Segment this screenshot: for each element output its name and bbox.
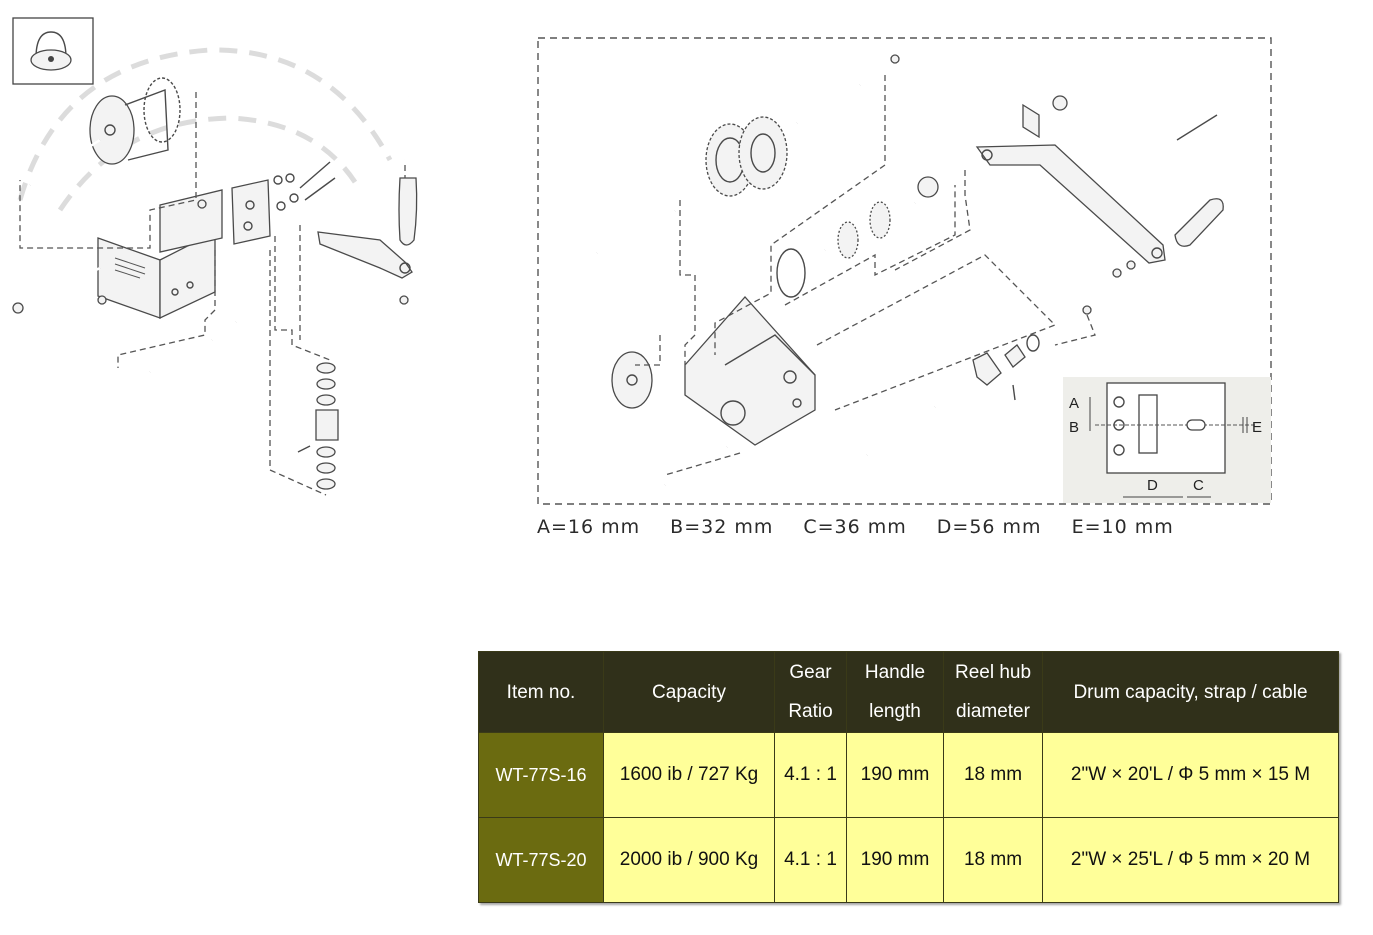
cell-reel-hub-diameter: 18 mm <box>943 817 1043 903</box>
cell-handle-length: 190 mm <box>846 817 944 903</box>
winch-frame-right <box>684 296 816 446</box>
header-capacity: Capacity <box>603 651 775 733</box>
mounting-eye-icon <box>12 17 94 85</box>
table-row: WT-77S-20 2000 ib / 900 Kg 4.1 : 1 190 m… <box>478 817 1339 903</box>
mounting-hole-inset: A B D C E <box>1063 377 1271 503</box>
winch-frame <box>97 179 271 320</box>
inset-label-b: B <box>1069 419 1079 436</box>
bolts <box>12 199 299 374</box>
winch-exploded-diagram-left <box>12 17 418 496</box>
brake-parts <box>972 305 1092 401</box>
inset-label-d: D <box>1147 477 1158 494</box>
hardware-stack <box>273 161 339 490</box>
crank-handle <box>317 95 418 305</box>
header-handle-length-line2: length <box>869 701 921 722</box>
cell-gear-ratio: 4.1 : 1 <box>774 817 847 903</box>
dimension-a: A=16 mm <box>537 516 641 538</box>
header-reel-hub-diameter: Reel hub diameter <box>943 651 1043 733</box>
header-drum-capacity: Drum capacity, strap / cable <box>1042 651 1339 733</box>
pinion-shaft <box>776 176 939 298</box>
header-gear-ratio-line2: Ratio <box>788 701 833 722</box>
dimension-d: D=56 mm <box>936 516 1042 538</box>
dimension-c: C=36 mm <box>803 516 907 538</box>
gear-pair <box>705 54 900 197</box>
assembly-guides-right <box>635 75 1096 476</box>
drum-spool <box>29 77 181 187</box>
table-header-row: Item no. Capacity Gear Ratio Handle leng… <box>478 651 1339 733</box>
cell-handle-length: 190 mm <box>846 732 944 818</box>
cell-item-no: WT-77S-20 <box>478 817 604 903</box>
cell-reel-hub-diameter: 18 mm <box>943 732 1043 818</box>
header-reel-hub-line2: diameter <box>956 701 1030 722</box>
table-row: WT-77S-16 1600 ib / 727 Kg 4.1 : 1 190 m… <box>478 732 1339 818</box>
crank-arm <box>975 95 1224 278</box>
cell-drum-capacity: 2"W × 25'L / Φ 5 mm × 20 M <box>1042 817 1339 903</box>
inset-label-a: A <box>1069 395 1079 412</box>
inset-label-e: E <box>1252 419 1262 436</box>
cell-capacity: 2000 ib / 900 Kg <box>603 817 775 903</box>
dimension-e: E=10 mm <box>1071 516 1174 538</box>
specification-table: Item no. Capacity Gear Ratio Handle leng… <box>478 651 1339 903</box>
reel-flange <box>611 351 653 409</box>
header-gear-ratio-line1: Gear <box>789 662 832 683</box>
winch-exploded-diagram-right: A B D C E <box>537 37 1272 505</box>
cell-item-no: WT-77S-16 <box>478 732 604 818</box>
assembly-guides <box>19 92 406 496</box>
header-handle-length: Handle length <box>846 651 944 733</box>
dimension-legend: A=16 mm B=32 mm C=36 mm D=56 mm E=10 mm <box>537 516 1237 546</box>
header-item-no: Item no. <box>478 651 604 733</box>
cell-capacity: 1600 ib / 727 Kg <box>603 732 775 818</box>
header-gear-ratio: Gear Ratio <box>774 651 847 733</box>
inset-label-c: C <box>1193 477 1204 494</box>
header-handle-length-line1: Handle <box>864 662 926 683</box>
cell-gear-ratio: 4.1 : 1 <box>774 732 847 818</box>
header-reel-hub-line1: Reel hub <box>954 662 1032 683</box>
cell-drum-capacity: 2"W × 20'L / Φ 5 mm × 15 M <box>1042 732 1339 818</box>
dimension-b: B=32 mm <box>670 516 774 538</box>
